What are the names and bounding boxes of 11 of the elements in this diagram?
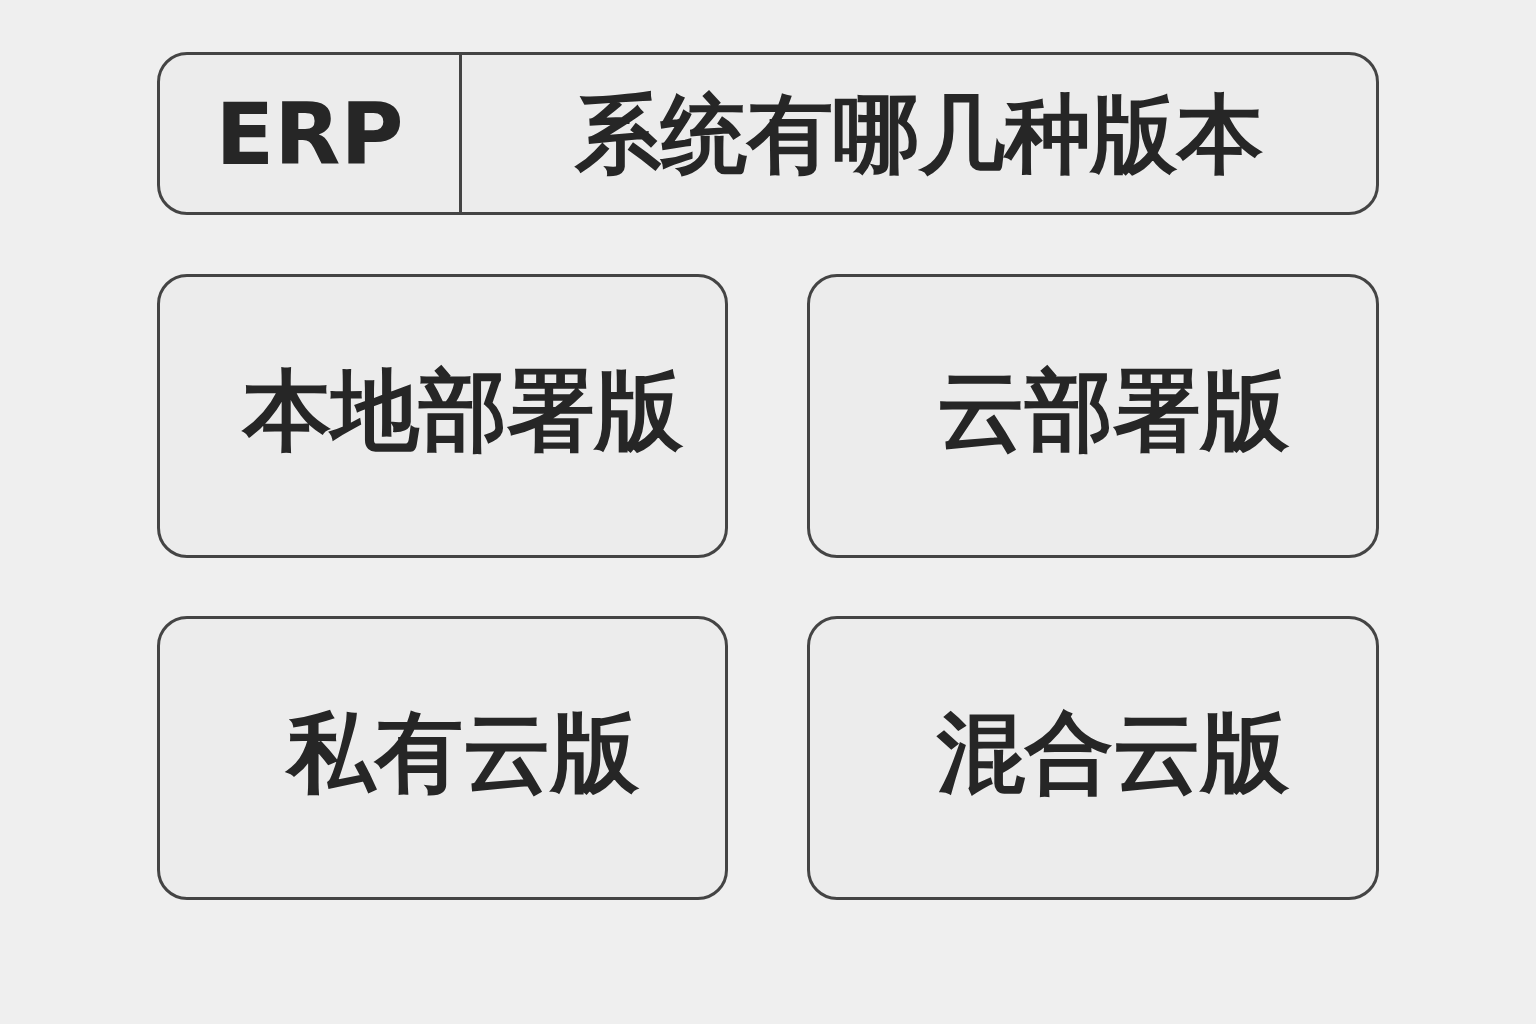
heading-text: 系统有哪几种版本: [575, 90, 1263, 177]
version-box: [157, 274, 728, 558]
version-label: 云部署版: [937, 367, 1289, 455]
version-label: 本地部署版: [242, 367, 683, 455]
title-box: [157, 52, 1379, 215]
version-box: [807, 274, 1379, 558]
version-label: 私有云版: [286, 709, 639, 797]
version-box: [157, 616, 728, 900]
version-label: 混合云版: [937, 709, 1289, 797]
version-box: [807, 616, 1379, 900]
heading-text: ERP: [215, 90, 404, 177]
